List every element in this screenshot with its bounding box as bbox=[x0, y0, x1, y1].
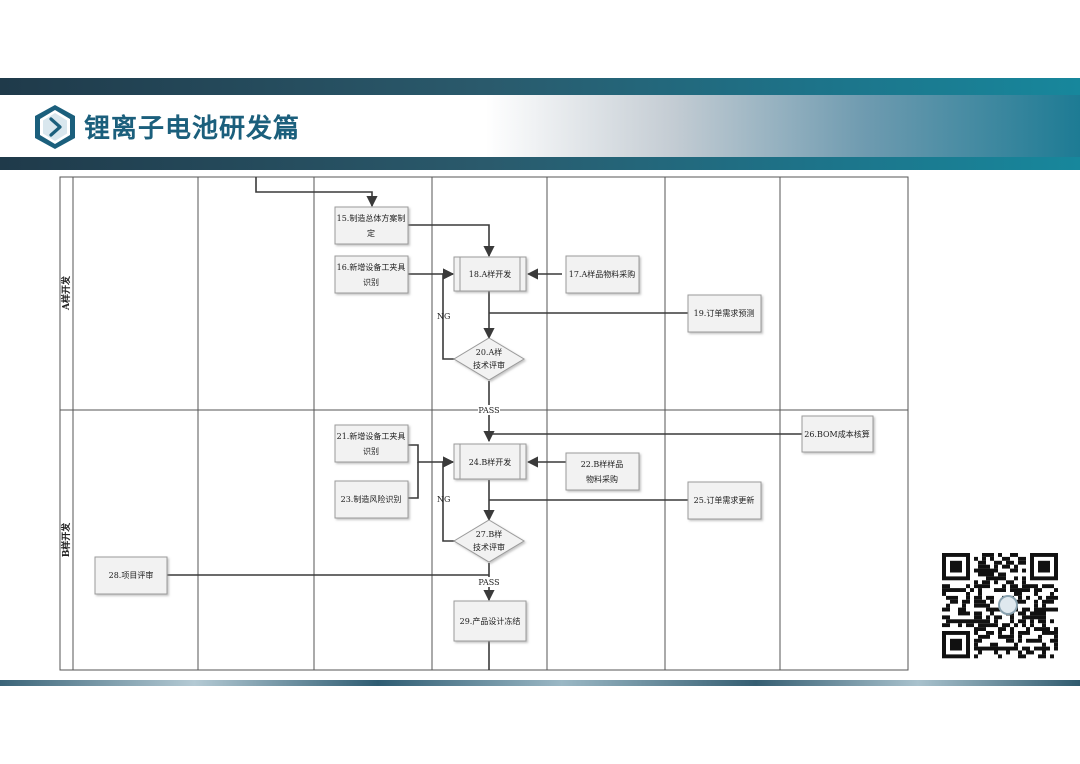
node-20-decision: 20.A样 技术评审 bbox=[453, 337, 525, 381]
node-21-label-2: 识别 bbox=[363, 447, 379, 456]
connectors bbox=[167, 177, 803, 670]
node-21: 21.新增设备工夹具 识别 bbox=[334, 424, 409, 463]
edge-ng-b bbox=[442, 456, 455, 542]
lane-label-b: B样开发 bbox=[60, 522, 72, 558]
qr-code-image bbox=[942, 553, 1058, 659]
node-28: 28.项目评审 bbox=[94, 556, 168, 595]
edge-15-18 bbox=[408, 224, 495, 258]
node-25: 25.订单需求更新 bbox=[687, 481, 762, 520]
node-16-label-2: 识别 bbox=[363, 278, 379, 287]
node-16-label-1: 16.新增设备工夹具 bbox=[337, 262, 406, 272]
edge-label-pass-b: PASS bbox=[478, 578, 499, 587]
edge-23-24 bbox=[408, 462, 419, 499]
page-title: 锂离子电池研发篇 bbox=[84, 114, 301, 144]
node-18: 18.A样开发 bbox=[453, 256, 527, 292]
node-22-label-1: 22.B样样品 bbox=[581, 459, 624, 469]
node-15: 15.制造总体方案制 定 bbox=[334, 206, 409, 245]
node-24: 24.B样开发 bbox=[453, 443, 527, 480]
header-bottom-bar bbox=[0, 157, 1080, 170]
edge-label-pass-a: PASS bbox=[478, 406, 499, 415]
node-29-label: 29.产品设计冻结 bbox=[460, 616, 521, 626]
node-22: 22.B样样品 物料采购 bbox=[565, 452, 640, 491]
node-16: 16.新增设备工夹具 识别 bbox=[334, 255, 409, 294]
node-18-label: 18.A样开发 bbox=[469, 269, 512, 279]
footer-stripe bbox=[0, 680, 1080, 686]
node-19: 19.订单需求预测 bbox=[687, 294, 762, 333]
edge-ng-a bbox=[442, 268, 455, 360]
node-17-label: 17.A样品物料采购 bbox=[569, 269, 636, 279]
node-29: 29.产品设计冻结 bbox=[453, 600, 527, 642]
node-24-label: 24.B样开发 bbox=[469, 457, 512, 467]
node-21-label-1: 21.新增设备工夹具 bbox=[337, 431, 406, 441]
node-20-label-2: 技术评审 bbox=[473, 360, 505, 370]
node-15-label-2: 定 bbox=[367, 228, 375, 238]
node-15-label-1: 15.制造总体方案制 bbox=[337, 213, 406, 223]
lane-grid bbox=[59, 176, 909, 671]
node-28-label: 28.项目评审 bbox=[109, 570, 154, 580]
node-27-label-1: 27.B样 bbox=[476, 529, 503, 539]
node-20-label-1: 20.A样 bbox=[476, 347, 503, 357]
node-27-label-2: 技术评审 bbox=[473, 542, 505, 552]
lane-label-a: A样开发 bbox=[60, 275, 72, 311]
node-26-label: 26.BOM成本核算 bbox=[804, 429, 870, 439]
header-top-bar bbox=[0, 78, 1080, 95]
swimlane-flowchart: A样开发 B样开发 bbox=[59, 176, 909, 671]
node-25-label: 25.订单需求更新 bbox=[694, 495, 755, 505]
chevron-hexagon-icon bbox=[35, 105, 75, 149]
node-19-label: 19.订单需求预测 bbox=[694, 308, 755, 318]
edge-21-24 bbox=[408, 444, 455, 468]
header-title-band bbox=[0, 95, 1080, 157]
node-23-label: 23.制造风险识别 bbox=[341, 494, 402, 504]
node-22-label-2: 物料采购 bbox=[586, 474, 618, 484]
edge-label-ng-b: NG bbox=[437, 495, 450, 504]
edge-label-ng-a: NG bbox=[437, 312, 450, 321]
node-17: 17.A样品物料采购 bbox=[565, 255, 640, 294]
node-26: 26.BOM成本核算 bbox=[801, 415, 874, 453]
node-23: 23.制造风险识别 bbox=[334, 480, 409, 519]
edge-entry-15 bbox=[255, 177, 378, 208]
node-27-decision: 27.B样 技术评审 bbox=[453, 519, 525, 563]
